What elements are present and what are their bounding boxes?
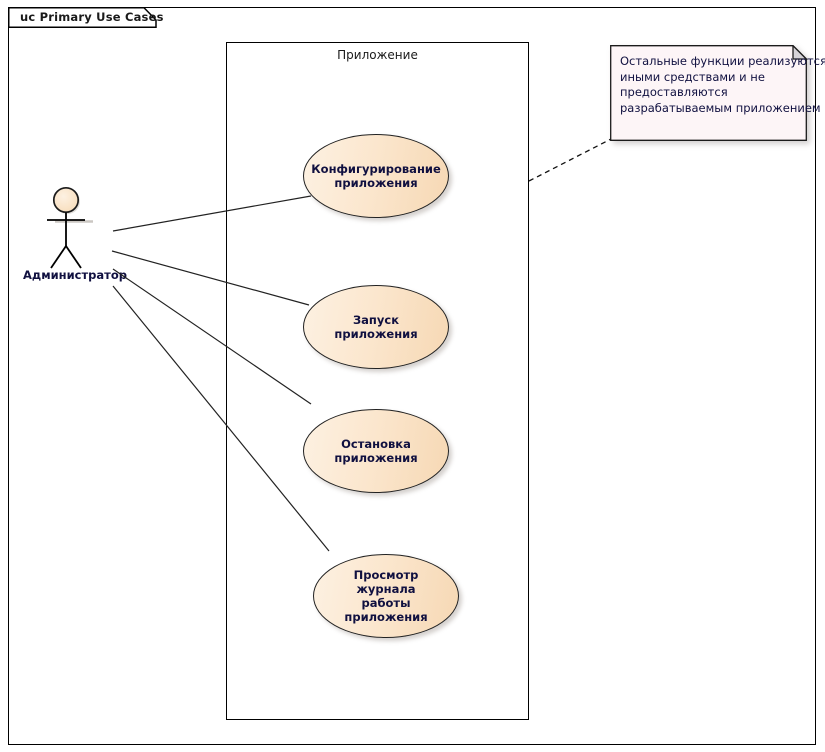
usecase-label-line1: Остановка bbox=[341, 437, 411, 451]
usecase-label-line2: работы приложения bbox=[344, 596, 428, 624]
usecase-view-application-log[interactable]: Просмотр журнала работы приложения bbox=[313, 554, 459, 638]
usecase-stop-application[interactable]: Остановка приложения bbox=[303, 409, 449, 493]
usecase-label-line2: приложения bbox=[334, 176, 418, 190]
system-boundary-label: Приложение bbox=[337, 48, 418, 62]
actor-label: Администратор bbox=[23, 268, 127, 282]
note-shape-icon bbox=[610, 45, 808, 141]
usecase-configure-application[interactable]: Конфигурирование приложения bbox=[303, 134, 449, 218]
note-text-line1: Остальные функции реализуются bbox=[620, 54, 825, 68]
usecase-label-line1: Просмотр журнала bbox=[353, 568, 419, 596]
usecase-stop-application-label: Остановка приложения bbox=[318, 437, 433, 465]
note-text: Остальные функции реализуются иными сред… bbox=[620, 54, 825, 116]
frame-tab-shape-icon bbox=[8, 7, 157, 29]
note-text-line2: иными средствами и не bbox=[620, 69, 765, 84]
stick-figure-actor-icon bbox=[47, 186, 93, 269]
diagram-title: uc Primary Use Cases bbox=[20, 10, 164, 24]
note-text-line4: разрабатываемым приложением bbox=[620, 100, 821, 115]
usecase-label-line1: Конфигурирование bbox=[311, 162, 441, 176]
actor-administrator[interactable] bbox=[36, 180, 122, 280]
usecase-label-line1: Запуск приложения bbox=[334, 313, 418, 341]
usecase-view-application-log-label: Просмотр журнала работы приложения bbox=[314, 568, 458, 624]
note-box[interactable]: Остальные функции реализуются иными сред… bbox=[610, 45, 825, 142]
usecase-label-line2: приложения bbox=[334, 451, 418, 465]
usecase-start-application-label: Запуск приложения bbox=[304, 313, 448, 341]
note-text-line3: предоставляются bbox=[620, 85, 728, 99]
usecase-configure-application-label: Конфигурирование приложения bbox=[295, 162, 456, 190]
usecase-start-application[interactable]: Запуск приложения bbox=[303, 285, 449, 369]
